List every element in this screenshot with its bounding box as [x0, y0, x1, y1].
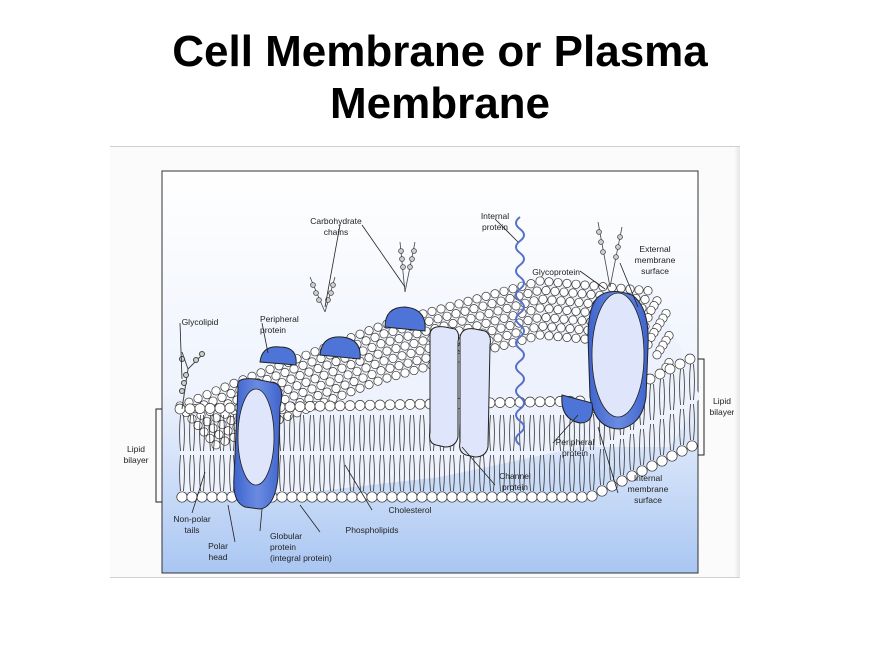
globular-protein	[233, 378, 283, 510]
svg-text:surface: surface	[634, 495, 662, 505]
channel-protein	[429, 326, 491, 458]
leader-lines	[179, 218, 639, 543]
membrane-diagram: Carbohydrate chains Internal protein Gly…	[123, 170, 735, 574]
svg-text:protein: protein	[562, 448, 588, 458]
lipid-bilayer-bracket-right	[698, 358, 705, 456]
svg-text:chains: chains	[324, 227, 349, 237]
label-polar-head: Polar head	[208, 541, 228, 562]
svg-text:Peripheral: Peripheral	[556, 437, 595, 447]
slide-title-line-1: Cell Membrane or Plasma	[172, 27, 708, 76]
label-phospholipids: Phospholipids	[346, 525, 399, 535]
label-internal-membrane-surface: Internal membrane surface	[628, 473, 669, 505]
membrane-figure: Carbohydrate chains Internal protein Gly…	[110, 146, 740, 578]
svg-text:Internal: Internal	[634, 473, 662, 483]
svg-text:protein: protein	[482, 222, 508, 232]
lipid-bilayer-bracket-left	[155, 408, 162, 503]
svg-text:Lipid: Lipid	[713, 396, 731, 406]
glycoprotein	[561, 291, 649, 430]
svg-text:Non-polar: Non-polar	[173, 514, 210, 524]
svg-text:protein: protein	[260, 325, 286, 335]
label-carbohydrate-chains: Carbohydrate chains	[310, 216, 362, 237]
svg-text:head: head	[209, 552, 228, 562]
label-globular-protein: Globular protein (integral protein)	[270, 531, 332, 563]
svg-text:Peripheral: Peripheral	[260, 314, 299, 324]
label-peripheral-protein-top: Peripheral protein	[260, 314, 299, 335]
svg-text:bilayer: bilayer	[123, 455, 148, 465]
svg-text:tails: tails	[184, 525, 199, 535]
label-internal-protein: Internal protein	[481, 211, 509, 232]
svg-text:membrane: membrane	[628, 484, 669, 494]
svg-text:Polar: Polar	[208, 541, 228, 551]
svg-text:Lipid: Lipid	[127, 444, 145, 454]
svg-text:(integral protein): (integral protein)	[270, 553, 332, 563]
slide-title: Cell Membrane or Plasma Membrane	[0, 26, 880, 130]
svg-text:Globular: Globular	[270, 531, 302, 541]
label-lipid-bilayer-right: Lipid bilayer	[709, 396, 734, 417]
svg-text:bilayer: bilayer	[709, 407, 734, 417]
label-peripheral-protein-bottom: Peripheral protein	[556, 437, 595, 458]
peripheral-protein-top	[259, 306, 426, 366]
svg-text:protein: protein	[502, 482, 528, 492]
label-glycolipid: Glycolipid	[182, 317, 219, 327]
svg-text:Internal: Internal	[481, 211, 509, 221]
slide-title-line-2: Membrane	[329, 79, 551, 128]
glycolipid	[179, 351, 205, 410]
label-glycoprotein: Glycoprotein	[532, 267, 580, 277]
label-cholesterol: Cholesterol	[389, 505, 432, 515]
carbohydrate-chains	[309, 221, 623, 313]
svg-text:protein: protein	[270, 542, 296, 552]
internal-protein	[515, 216, 525, 446]
label-lipid-bilayer-left: Lipid bilayer	[123, 444, 148, 465]
svg-text:membrane: membrane	[635, 255, 676, 265]
svg-text:Carbohydrate: Carbohydrate	[310, 216, 362, 226]
label-non-polar-tails: Non-polar tails	[173, 514, 210, 535]
label-channel-protein: Channel protein	[499, 471, 531, 492]
svg-text:Channel: Channel	[499, 471, 531, 481]
svg-text:External: External	[639, 244, 670, 254]
svg-text:surface: surface	[641, 266, 669, 276]
label-external-membrane-surface: External membrane surface	[635, 244, 676, 276]
